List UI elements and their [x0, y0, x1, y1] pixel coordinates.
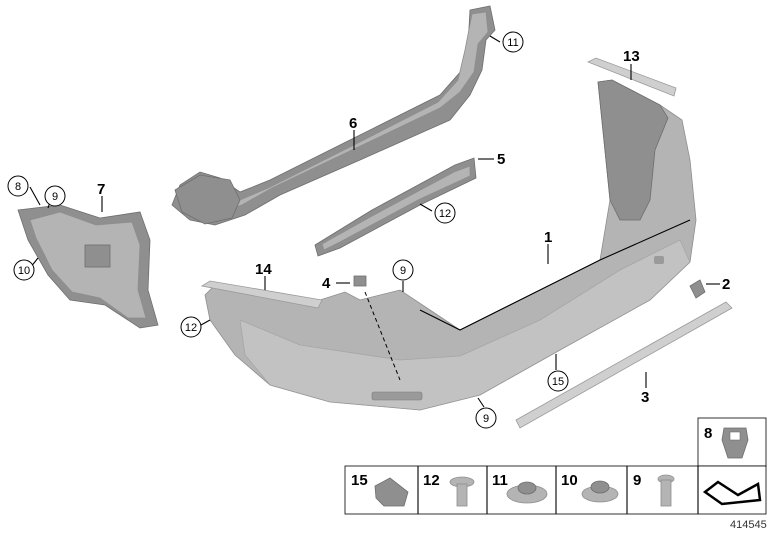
circled-callout-11: 11 — [502, 31, 524, 53]
callout-4: 4 — [322, 275, 331, 292]
svg-text:15: 15 — [552, 376, 564, 388]
upper-carrier-part — [171, 5, 496, 226]
clip-part-4 — [353, 275, 367, 287]
legend-cell-8: 8 — [697, 417, 767, 467]
callout-1: 1 — [544, 229, 552, 246]
legend-label-11: 11 — [492, 472, 508, 489]
svg-text:11: 11 — [507, 37, 518, 49]
svg-text:9: 9 — [52, 191, 58, 203]
svg-text:10: 10 — [18, 265, 30, 277]
legend-row: 15 12 11 10 9 — [344, 465, 767, 515]
screw-shank-icon — [456, 483, 468, 507]
circled-callout-12-left: 12 — [180, 316, 202, 338]
circled-callout-10: 10 — [13, 259, 35, 281]
trim-strip-14 — [200, 280, 323, 309]
circled-callout-12-upper: 12 — [434, 202, 456, 224]
reference-number: 414545 — [730, 519, 767, 531]
trim-strip-13 — [587, 57, 677, 97]
leader-lines — [29, 35, 720, 408]
legend-label-12: 12 — [423, 472, 440, 489]
absorber-part — [314, 157, 477, 257]
callout-3: 3 — [641, 389, 649, 406]
svg-text:12: 12 — [439, 208, 451, 220]
circled-callout-8: 8 — [7, 175, 29, 197]
svg-text:8: 8 — [704, 425, 712, 442]
circled-callout-9-upper: 9 — [392, 259, 414, 281]
callout-5: 5 — [497, 151, 505, 168]
dashed-indicator-line — [364, 291, 401, 381]
screw-9-shank-icon — [660, 479, 672, 507]
small-part-2 — [689, 279, 706, 299]
nut-clip-icon — [721, 427, 749, 459]
legend-label-15: 15 — [351, 472, 368, 489]
lower-strip-3 — [515, 301, 733, 429]
assortment-symbol-icon — [702, 480, 762, 506]
legend-label-10: 10 — [561, 472, 578, 489]
side-bracket-part — [17, 204, 159, 329]
svg-text:8: 8 — [15, 181, 21, 193]
circled-callout-15: 15 — [547, 370, 569, 392]
callout-6: 6 — [349, 115, 357, 132]
circled-callout-9-left: 9 — [44, 185, 66, 207]
callout-7: 7 — [97, 181, 105, 198]
circled-callout-9-lower: 9 — [475, 407, 497, 429]
svg-text:9: 9 — [483, 413, 489, 425]
clip-icon — [374, 477, 409, 507]
callout-13: 13 — [623, 48, 640, 65]
svg-text:9: 9 — [400, 265, 406, 277]
svg-text:12: 12 — [185, 322, 197, 334]
bumper-cover-part — [204, 79, 697, 411]
legend-label-9: 9 — [633, 472, 641, 489]
callout-14: 14 — [255, 261, 272, 278]
callout-2: 2 — [722, 276, 730, 293]
